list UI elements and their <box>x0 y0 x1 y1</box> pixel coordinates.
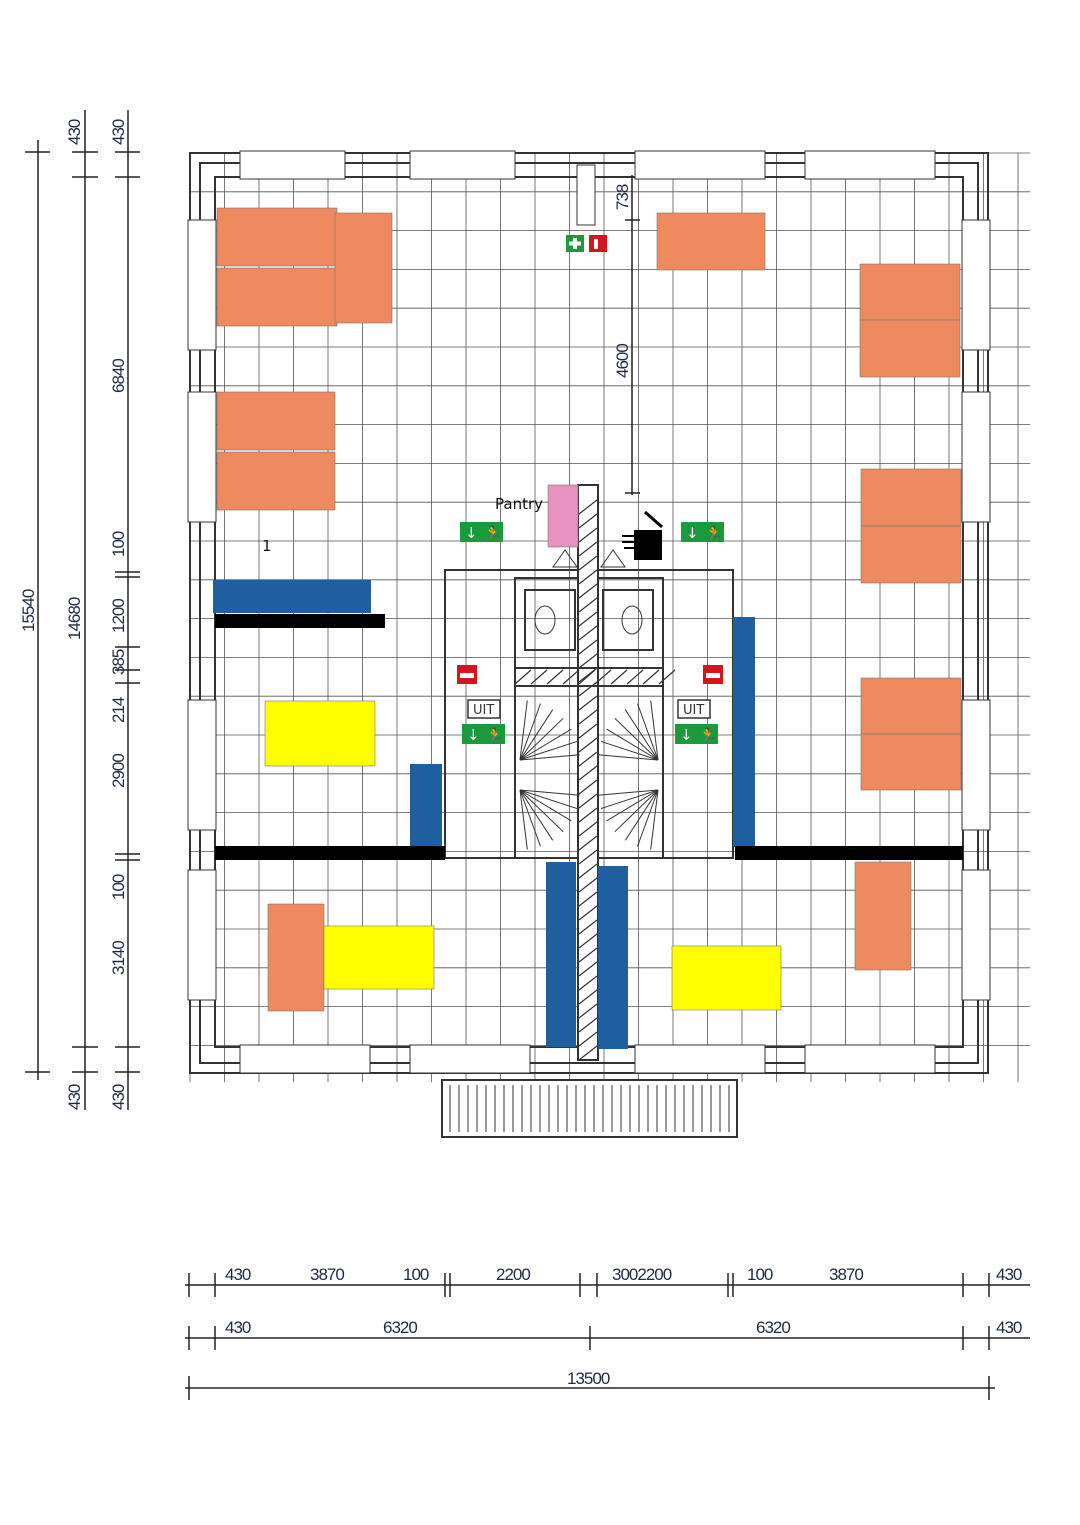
svg-text:UIT: UIT <box>473 703 494 718</box>
desk <box>216 207 338 267</box>
fire-alarm-icon <box>703 665 723 684</box>
left-dim-label: 3140 <box>109 941 128 975</box>
cabinet <box>213 580 371 613</box>
left-dimension-lines <box>25 110 140 1110</box>
partitions <box>215 614 963 860</box>
bottom-dim-label: 3870 <box>310 1265 344 1284</box>
desk <box>216 391 336 451</box>
arrow-icon: ↓ <box>686 524 699 542</box>
left-dim-label: 385 <box>109 649 128 675</box>
bottom-dim-label: 100 <box>403 1265 429 1284</box>
cabinet <box>410 764 442 846</box>
bottom-dim-label: 100 <box>747 1265 773 1284</box>
bottom-dim-label: 430 <box>996 1265 1022 1284</box>
bottom-dim-label: 430 <box>225 1318 251 1337</box>
meeting-table <box>264 700 376 767</box>
stair-core <box>444 484 734 1061</box>
room-number: 1 <box>262 537 272 555</box>
bottom-dim-label: 13500 <box>567 1369 610 1388</box>
interior-dimension <box>625 175 640 495</box>
arrow-icon: ↓ <box>465 524 478 542</box>
triangle-marker-icon <box>600 549 626 568</box>
running-man-icon: 🏃 <box>699 727 716 744</box>
desk <box>860 733 962 791</box>
desk <box>854 861 912 971</box>
left-dim-label: 430 <box>65 119 84 145</box>
cabinet <box>598 866 628 1049</box>
desk <box>859 263 961 321</box>
outer-walls <box>187 150 991 1138</box>
arrow-icon: ↓ <box>467 726 480 744</box>
bottom-dim-label: 6320 <box>756 1318 790 1337</box>
cabinet <box>733 617 755 847</box>
toilet-icon <box>534 605 556 635</box>
first-aid-icon <box>566 235 584 252</box>
fire-alarm-icon <box>457 665 477 684</box>
left-dim-label: 100 <box>109 874 128 900</box>
emergency-exit-sign: ↓🏃 <box>675 724 718 744</box>
running-man-icon: 🏃 <box>486 727 503 744</box>
running-man-icon: 🏃 <box>484 525 501 542</box>
left-dim-overall: 15540 <box>19 589 38 632</box>
desk <box>859 319 961 378</box>
bottom-dim-label: 6320 <box>383 1318 417 1337</box>
running-man-icon: 🏃 <box>705 525 722 542</box>
copier-icon <box>622 510 663 560</box>
desk <box>860 468 962 527</box>
svg-text:UIT: UIT <box>683 703 704 718</box>
exit-text-sign: UIT <box>467 699 501 719</box>
exit-text-sign: UIT <box>677 699 711 719</box>
left-dim-label: 6840 <box>109 359 128 393</box>
pantry-label: Pantry <box>495 495 543 513</box>
desk <box>216 267 338 327</box>
left-dim-label: 100 <box>109 531 128 557</box>
bottom-dim-label: 3870 <box>829 1265 863 1284</box>
emergency-exit-sign: ↓🏃 <box>462 724 505 744</box>
furniture <box>213 207 962 1049</box>
meeting-table <box>323 925 435 990</box>
left-dim-label: 2900 <box>109 754 128 788</box>
dim-4600: 4600 <box>613 344 632 378</box>
left-dim-label: 430 <box>109 119 128 145</box>
cabinet <box>546 862 576 1047</box>
desk <box>860 525 962 584</box>
left-dim-label: 1200 <box>109 599 128 633</box>
bottom-dimension-lines <box>185 1273 1030 1400</box>
meeting-table <box>671 945 782 1011</box>
dim-738: 738 <box>613 184 632 210</box>
emergency-exit-sign: ↓🏃 <box>681 522 724 542</box>
toilet-icon <box>621 605 643 635</box>
desk <box>334 212 393 324</box>
desk <box>860 677 962 735</box>
bottom-dim-label: 430 <box>996 1318 1022 1337</box>
desk <box>656 212 766 271</box>
bottom-dim-label: 430 <box>225 1265 251 1284</box>
triangle-marker-icon <box>552 549 578 568</box>
pantry-unit <box>547 484 579 548</box>
fire-extinguisher-icon <box>589 235 607 252</box>
desk <box>216 451 336 511</box>
left-dim-label: 430 <box>109 1084 128 1110</box>
emergency-exit-sign: ↓🏃 <box>460 522 503 542</box>
arrow-icon: ↓ <box>680 726 693 744</box>
left-dim-label: 214 <box>109 697 128 723</box>
left-dim-label: 430 <box>65 1084 84 1110</box>
bottom-dim-label: 3002200 <box>612 1265 672 1284</box>
desk <box>267 903 325 1012</box>
bottom-dim-label: 2200 <box>496 1265 530 1284</box>
left-dim-label: 14680 <box>65 597 84 640</box>
